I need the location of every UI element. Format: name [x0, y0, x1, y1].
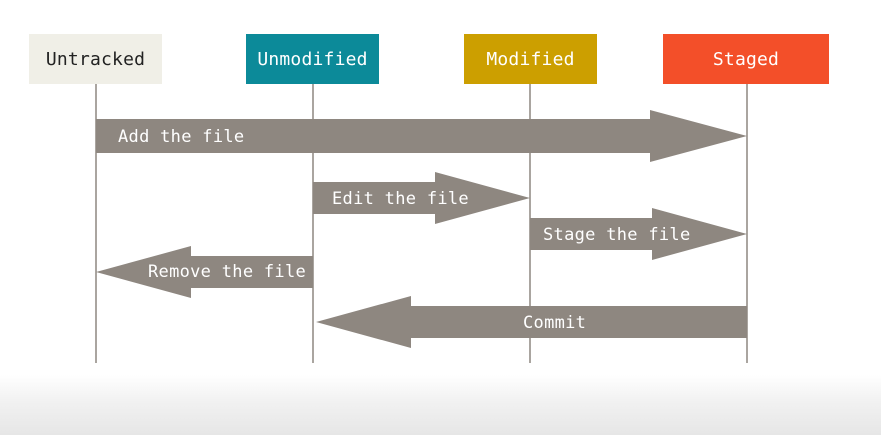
state-unmodified: Unmodified — [246, 34, 379, 84]
state-staged-label: Staged — [712, 48, 780, 70]
state-untracked-label: Untracked — [45, 48, 146, 70]
state-modified: Modified — [464, 34, 597, 84]
state-staged: Staged — [663, 34, 829, 84]
label-remove-the-file: Remove the file — [148, 262, 306, 282]
arrow-remove-the-file — [96, 246, 313, 298]
arrow-edit-the-file — [313, 172, 530, 224]
state-untracked: Untracked — [29, 34, 162, 84]
label-edit-the-file: Edit the file — [332, 189, 469, 209]
bottom-shade — [0, 375, 881, 435]
label-add-the-file: Add the file — [118, 127, 244, 147]
state-unmodified-label: Unmodified — [257, 48, 368, 70]
arrow-stage-the-file — [530, 208, 747, 260]
arrow-commit — [316, 296, 747, 348]
arrow-add-the-file — [96, 110, 747, 162]
label-stage-the-file: Stage the file — [543, 225, 691, 245]
label-commit: Commit — [523, 313, 586, 333]
state-modified-label: Modified — [486, 48, 575, 70]
